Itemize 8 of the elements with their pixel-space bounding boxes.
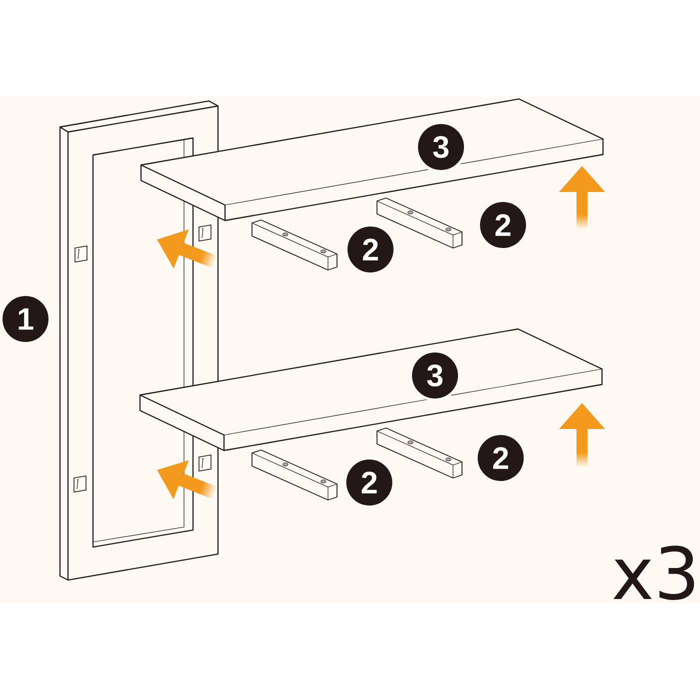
callout-number: 2 (480, 202, 526, 248)
callout-number: 3 (412, 352, 458, 398)
callout-number: 3 (418, 124, 464, 170)
callout-number: 1 (2, 296, 48, 342)
callout-number: 2 (346, 460, 392, 506)
callout-number: 2 (348, 226, 394, 272)
quantity-label: x3 (613, 546, 694, 600)
callout-number: 2 (478, 435, 524, 481)
